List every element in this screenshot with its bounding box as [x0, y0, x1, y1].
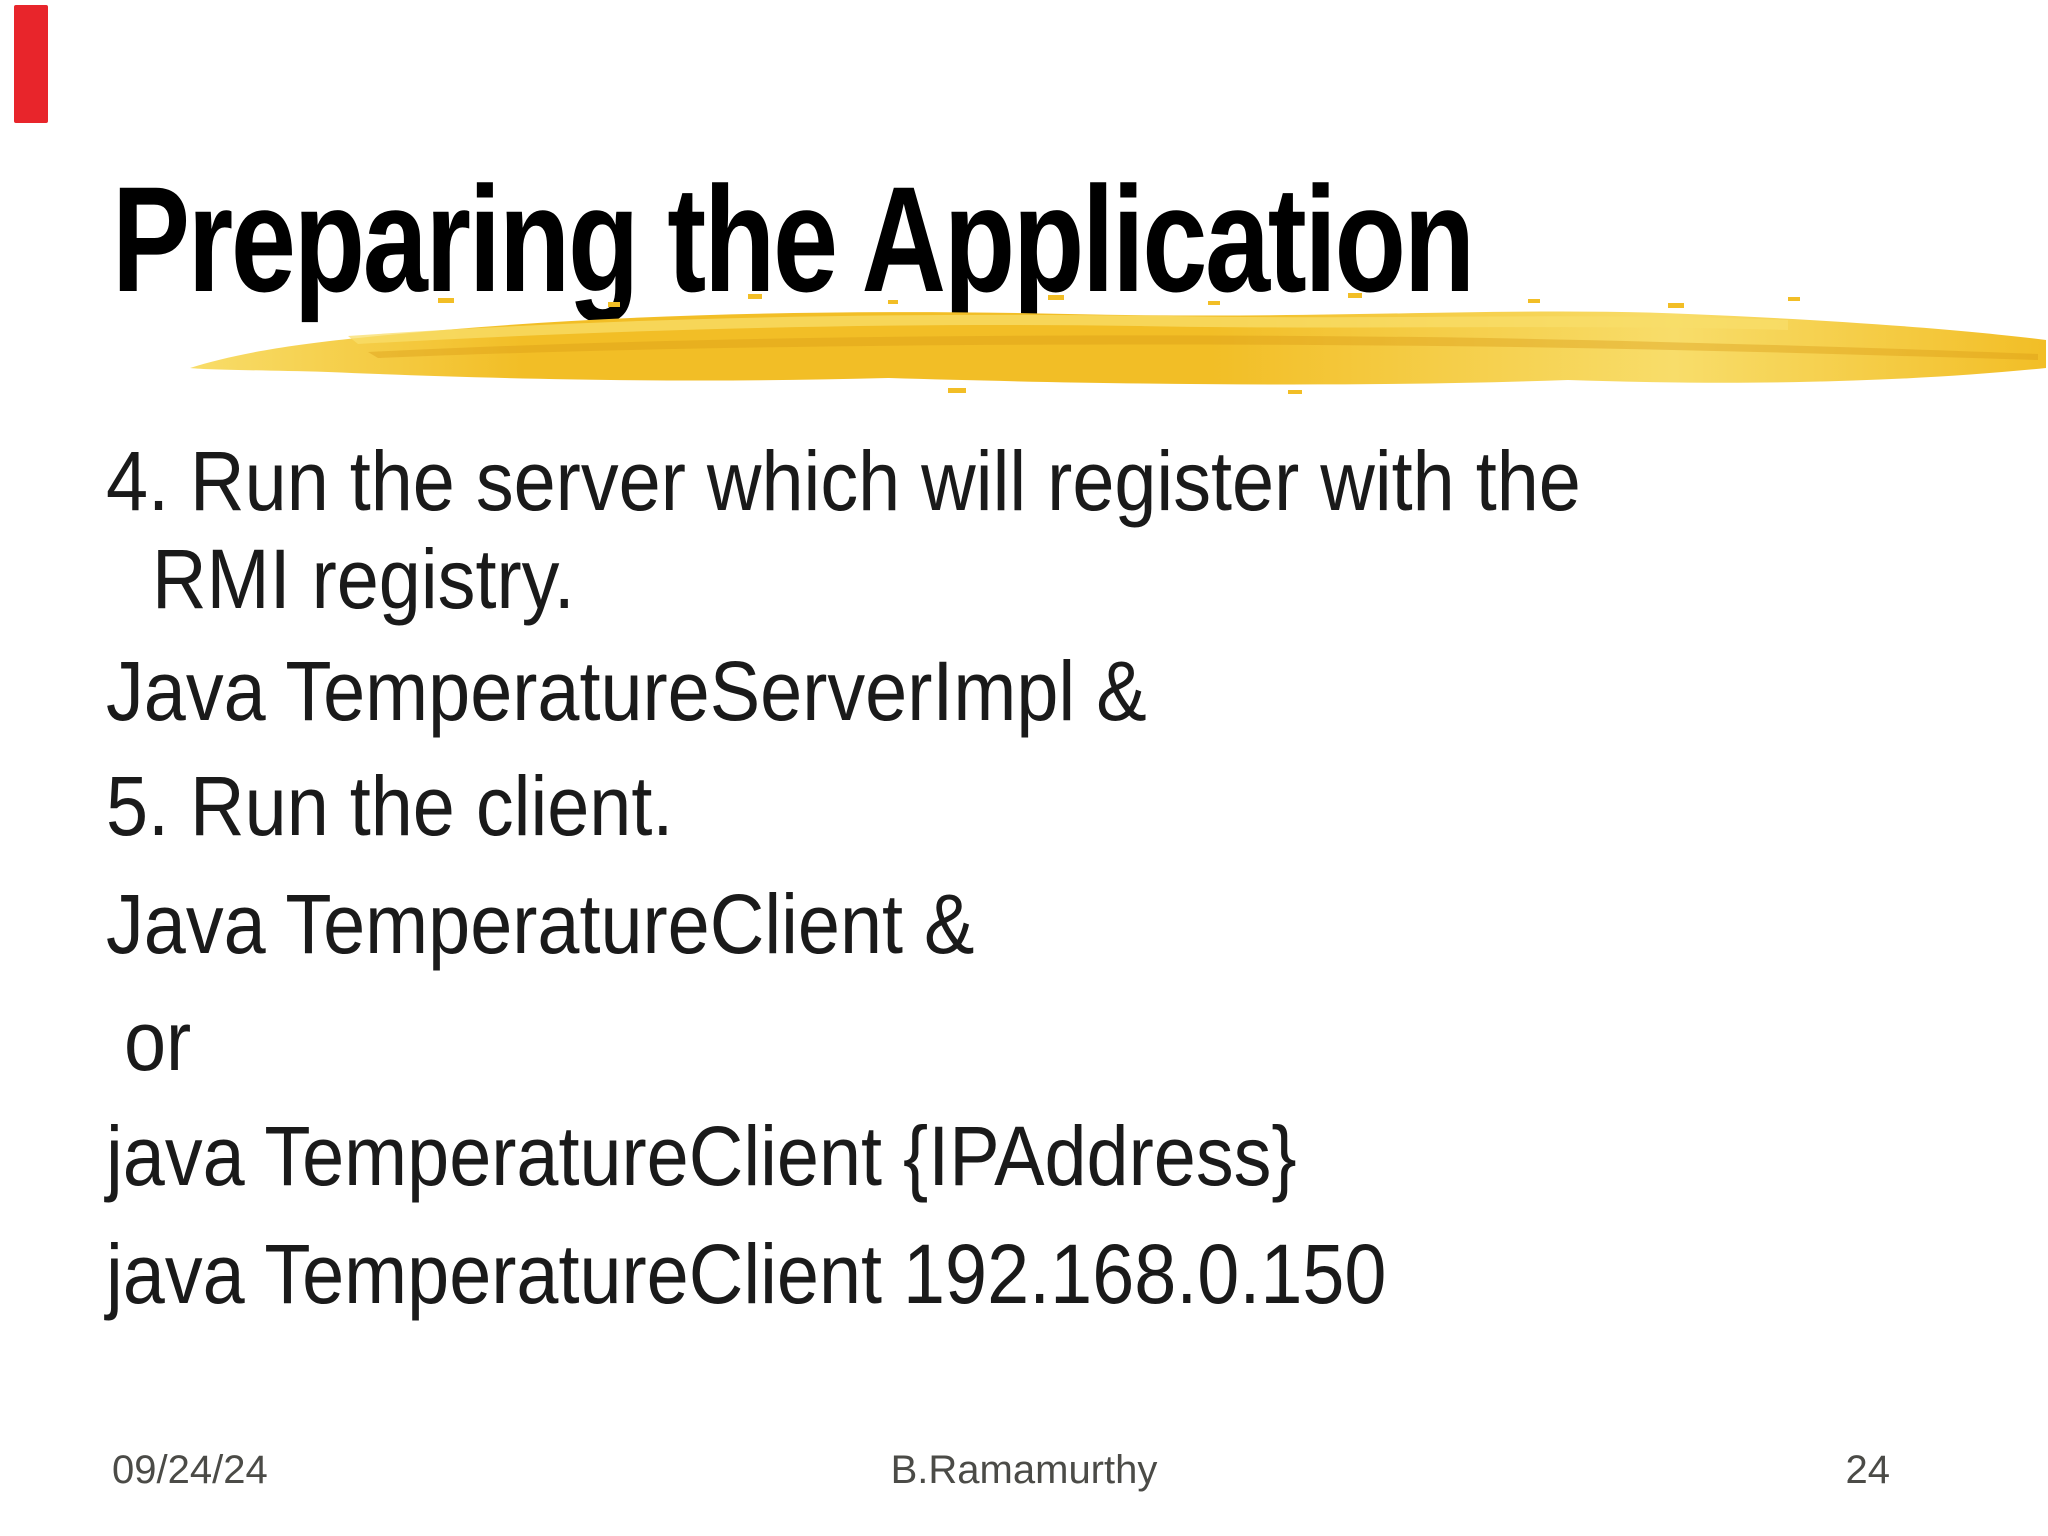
body-line: Java TemperatureClient & — [106, 877, 975, 971]
yellow-highlighter-stroke — [190, 293, 2046, 394]
slide-title: Preparing the Application — [112, 155, 1475, 323]
body-line: java TemperatureClient 192.168.0.150 — [106, 1227, 1387, 1321]
marker-speckles — [438, 293, 1800, 394]
body-line: 4. Run the server which will register wi… — [106, 434, 1581, 528]
footer-page-number: 24 — [1845, 1448, 1891, 1492]
body-line: java TemperatureClient {IPAddress} — [106, 1109, 1297, 1203]
marker-stroke-shadow — [368, 335, 2038, 360]
body-line: or — [124, 994, 192, 1088]
body-line: RMI registry. — [152, 532, 575, 626]
marker-stroke-highlight — [348, 314, 1788, 344]
body-line: 5. Run the client. — [106, 759, 674, 853]
red-accent-bar — [14, 5, 48, 123]
footer-date: 09/24/24 — [112, 1448, 268, 1492]
footer-author: B.Ramamurthy — [890, 1448, 1158, 1492]
body-line: Java TemperatureServerImpl & — [106, 644, 1147, 738]
